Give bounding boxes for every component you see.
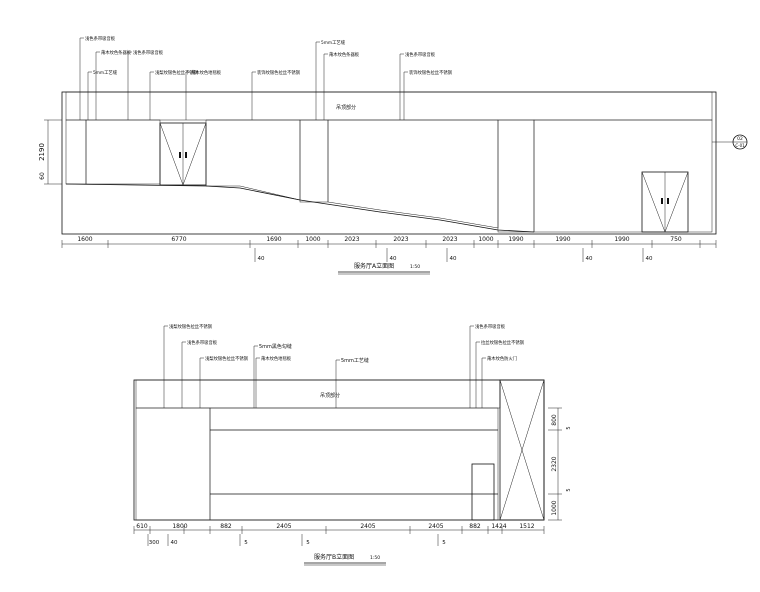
elevation-a-scale: 1:50 (410, 264, 420, 270)
dim-label: 2023 (393, 236, 408, 243)
dim-label: 1000 (305, 236, 320, 243)
callout-label: 莆木纹色条器板 (329, 51, 360, 58)
dim-label: 882 (220, 523, 232, 530)
dim-label: 6770 (171, 236, 186, 243)
stripe-panel (135, 407, 211, 521)
wave-panel (209, 407, 499, 521)
stripe-panel (85, 119, 161, 185)
v-dim: 800 (551, 414, 558, 426)
sub-dim-label: 40 (258, 256, 265, 262)
elevation-b-title: 服务厅B立面图 (314, 553, 354, 561)
callout-label: 浅色条带吸音板 (187, 339, 218, 346)
callout-label: 浅色条带吸音板 (475, 323, 506, 330)
floor-slope (65, 183, 535, 233)
sub-dim-label: 300 (149, 540, 160, 546)
elevation-b-ceiling-label: 吊顶部分 (320, 392, 340, 399)
dim-label: 2023 (442, 236, 457, 243)
sub-dim-label: 5 (244, 540, 248, 546)
dim-label: 1690 (266, 236, 281, 243)
callout-label: 5mm工艺缝 (93, 69, 118, 76)
v-dim: 2320 (551, 456, 558, 471)
callout-label: 装饰纹银色拉丝不锈钢 (409, 69, 452, 76)
dim-label: 1512 (519, 523, 534, 530)
sub-dim-label: 40 (171, 540, 178, 546)
elevation-b: 吊顶部分 800 2320 1000 5 5 610 1800 882 2405 240… (133, 323, 572, 566)
sub-dim-label: 5 (306, 540, 310, 546)
stripe-panel (327, 119, 499, 229)
callout-label: 5mm工艺缝 (341, 357, 369, 364)
wave-panel (299, 119, 329, 203)
wave-panel (65, 119, 87, 185)
dim-label: 1990 (555, 236, 570, 243)
fire-door (471, 463, 495, 521)
callout-label: 5mm黑色勾缝 (259, 343, 292, 350)
v-dim: 5 (566, 426, 572, 429)
dim-label: 2405 (360, 523, 375, 530)
callout-label: 5mm工艺缝 (321, 39, 346, 46)
dim-label: 1990 (614, 236, 629, 243)
callout-label: 莆木纹色地毯板 (261, 355, 292, 362)
dim-label: 1990 (508, 236, 523, 243)
v-dim: 2190 (38, 143, 46, 161)
callout-label: 拉丝纹银色拉丝不锈钢 (481, 339, 524, 346)
sub-dim-label: 40 (646, 256, 653, 262)
dim-label: 1600 (77, 236, 92, 243)
elevation-a: 吊顶部分 02 C-01 2190 60 1600 (38, 35, 748, 275)
callout-label: 浅色条带吸音板 (133, 49, 164, 56)
dim-label: 882 (469, 523, 481, 530)
elevation-b-ceiling (135, 379, 501, 409)
dim-label: 610 (136, 523, 148, 530)
opening (499, 379, 545, 521)
v-dim: 5 (566, 488, 572, 491)
v-dim: 1000 (551, 500, 558, 515)
sub-dim-label: 40 (586, 256, 593, 262)
callout-label: 莆木纹色地毯板 (191, 69, 222, 76)
callout-label: 浅梨纹银色拉丝不锈钢 (205, 355, 248, 362)
callout-label: 浅梨纹银色拉丝不锈钢 (169, 323, 212, 330)
callout-label: 装饰纹银色拉丝不锈钢 (257, 69, 300, 76)
marker-sheet: C-01 (735, 143, 745, 148)
dim-label: 2405 (428, 523, 443, 530)
stripe-panel (533, 119, 713, 233)
callout-label: 浅梨纹银色拉丝不锈钢 (155, 69, 198, 76)
elevation-a-title: 服务厅A立面图 (354, 262, 394, 270)
elevation-a-ceiling (65, 91, 713, 121)
callout-label: 浅色条带吸音板 (85, 35, 116, 42)
callout-label: 浅色条带吸音板 (405, 51, 436, 58)
callout-label: 莆木纹色条器板 (101, 49, 132, 56)
sub-dim-label: 40 (450, 256, 457, 262)
dim-label: 1800 (172, 523, 187, 530)
callout-label: 莆木纹色防火门 (487, 355, 517, 362)
wave-panel (497, 119, 535, 233)
sub-dim-label: 40 (390, 256, 397, 262)
elevation-a-ceiling-label: 吊顶部分 (336, 104, 356, 111)
elevation-b-scale: 1:50 (370, 555, 380, 561)
dim-label: 2405 (276, 523, 291, 530)
marker-number: 02 (737, 136, 743, 142)
dim-label: 2023 (344, 236, 359, 243)
sub-dim-label: 5 (442, 540, 446, 546)
v-dim: 60 (39, 172, 46, 180)
stripe-panel (205, 119, 301, 201)
elevation-b-frame (133, 379, 545, 521)
dim-label: 1000 (478, 236, 493, 243)
dim-label: 750 (670, 236, 682, 243)
dim-label: 1424 (491, 523, 506, 530)
